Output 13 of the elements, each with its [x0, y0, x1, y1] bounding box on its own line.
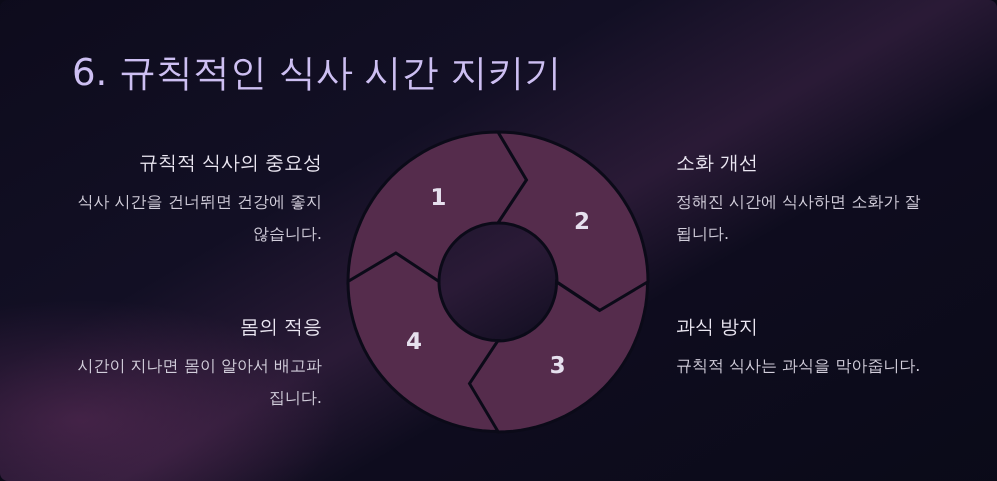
description-text: 시간이 지나면 몸이 알아서 배고파집니다.	[76, 355, 322, 409]
step-number: 3	[550, 352, 566, 379]
section-heading: 몸의 적응	[238, 315, 322, 340]
description-text: 정해진 시간에 식사하면 소화가 잘 됩니다.	[676, 191, 922, 245]
step-number: 4	[406, 328, 422, 355]
step-number: 2	[574, 209, 590, 236]
description-text: 규칙적 식사는 과식을 막아줍니다.	[676, 355, 922, 377]
description-text: 식사 시간을 건너뛰면 건강에 좋지 않습니다.	[76, 191, 322, 245]
section-heading: 과식 방지	[676, 315, 760, 340]
section-heading: 소화 개선	[676, 151, 760, 176]
step-number: 1	[430, 185, 446, 212]
section-heading: 규칙적 식사의 중요성	[138, 151, 322, 176]
slide-title: 6. 규칙적인 식사 시간 지키기	[72, 50, 562, 96]
